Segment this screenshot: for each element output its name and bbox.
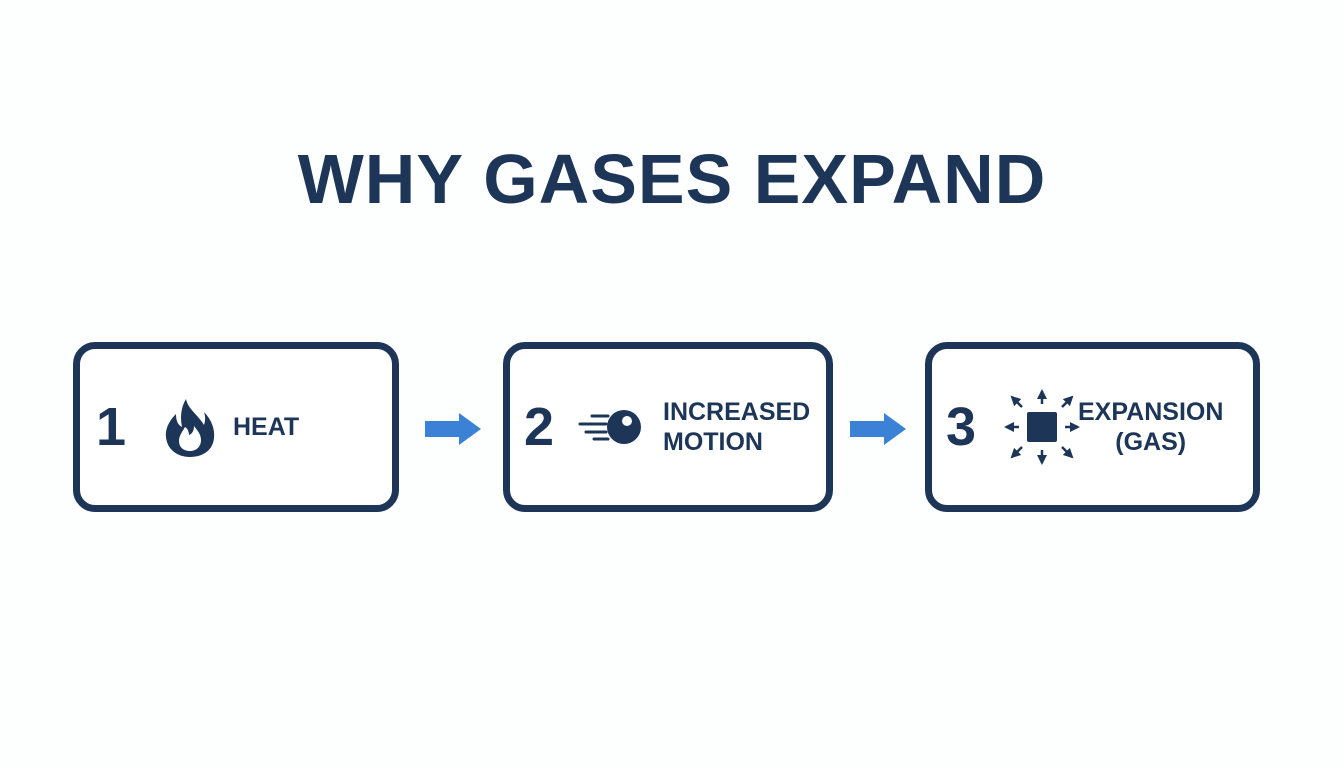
flow-arrow-icon	[425, 413, 481, 445]
step-number: 1	[96, 397, 127, 457]
expansion-arrows-icon	[1004, 389, 1080, 465]
diagram-title: WHY GASES EXPAND	[297, 140, 1047, 218]
step-box-heat: 1 HEAT	[73, 342, 399, 512]
step-label: INCREASED MOTION	[663, 397, 810, 457]
step-label-line: INCREASED	[663, 398, 811, 426]
step-label-line: MOTION	[663, 428, 763, 456]
step-number: 3	[946, 397, 977, 457]
step-box-motion: 2 INCREASED MOTION	[503, 342, 833, 512]
step-label-line: HEAT	[233, 413, 300, 441]
flame-icon	[165, 399, 215, 457]
step-label: EXPANSION (GAS)	[1078, 397, 1223, 457]
flow-arrow-icon	[850, 413, 906, 445]
step-label-line: EXPANSION	[1078, 398, 1224, 426]
moving-particle-icon	[578, 410, 641, 444]
step-number: 2	[524, 397, 555, 457]
step-label-line: (GAS)	[1115, 428, 1187, 456]
step-label: HEAT	[233, 412, 299, 442]
step-box-expansion: 3 EXPANSION (GAS)	[925, 342, 1260, 512]
